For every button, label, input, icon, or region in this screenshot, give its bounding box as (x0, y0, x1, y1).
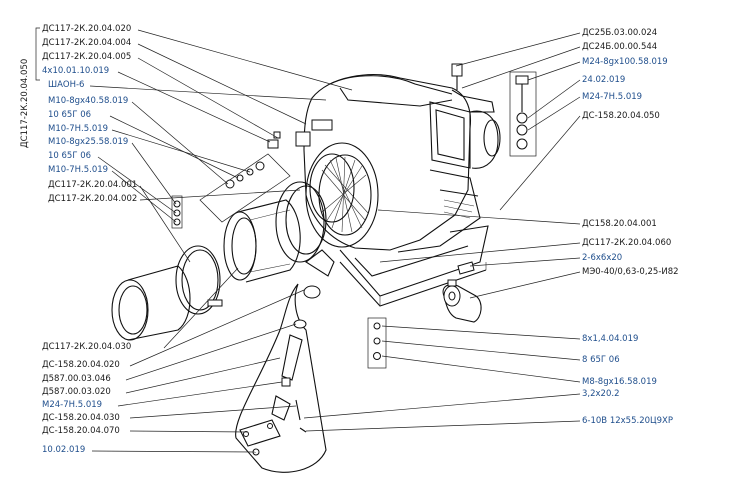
electric-motor-small (442, 279, 482, 323)
label-ds158-020: ДС-158.20.04.020 (42, 360, 120, 370)
label-8-65g: 8 65Г 06 (582, 355, 620, 365)
label-m10-7n-a: М10-7Н.5.019 (48, 124, 109, 134)
label-10-02: 10.02.019 (42, 445, 86, 455)
leader-lines (35, 27, 581, 453)
label-ds158-001: ДС158.20.04.001 (582, 219, 657, 229)
pins-lower (295, 399, 307, 433)
label-m24-7n-right: М24-7Н.5.019 (582, 92, 643, 102)
label-ds117-060: ДС117-2К.20.04.060 (582, 238, 672, 248)
label-shaon-6: ШАОН-6 (48, 80, 85, 90)
label-ds117-002: ДС117-2К.20.04.002 (48, 194, 138, 204)
label-m10-7n-b: М10-7Н.5.019 (48, 165, 109, 175)
label-24-02: 24.02.019 (582, 75, 626, 85)
label-d587-046: Д587.00.03.046 (42, 374, 111, 384)
label-m24-7n-left: М24-7Н.5.019 (42, 400, 103, 410)
flexible-sleeve (111, 265, 191, 341)
label-10-65g-a: 10 65Г 06 (48, 110, 92, 120)
label-m24-100: М24-8gх100.58.019 (582, 57, 668, 67)
belt-guard-assembly (235, 249, 335, 473)
label-vertical-ds117-050: ДС117-2К.20.04.050 (20, 58, 30, 148)
bolt-stack-right (509, 71, 537, 157)
fasteners-left (171, 131, 291, 229)
label-d587-020: Д587.00.03.020 (42, 387, 111, 397)
label-10-65g-b: 10 65Г 06 (48, 151, 92, 161)
label-m10-40: М10-8gх40.58.019 (48, 96, 129, 106)
label-ds117-001: ДС117-2К.20.04.001 (48, 180, 138, 190)
label-4x10: 4х10.01.10.019 (42, 66, 110, 76)
label-ds158-070: ДС-158.20.04.070 (42, 426, 120, 436)
label-ds117-030: ДС117-2К.20.04.030 (42, 342, 132, 352)
label-ds117-004: ДС117-2К.20.04.004 (42, 38, 132, 48)
key-part (457, 261, 475, 275)
label-ds117-005: ДС117-2К.20.04.005 (42, 52, 132, 62)
label-mze-40: МЭ0-40/0,63-0,25-И82 (582, 267, 679, 277)
clamp-band (175, 245, 223, 315)
label-2-6x6x20: 2-6х6х20 (582, 253, 623, 263)
inlet-cone-ring (275, 181, 327, 263)
label-ds25b: ДС25Б.03.00.024 (582, 28, 658, 38)
label-ds158-030: ДС-158.20.04.030 (42, 413, 120, 423)
label-8x1-4: 8х1,4.04.019 (582, 334, 639, 344)
label-m8-16: М8-8gх16.58.019 (582, 377, 657, 387)
label-3-2x20: 3,2х20.2 (582, 389, 620, 399)
fan-housing (295, 74, 501, 307)
label-ds158-050: ДС-158.20.04.050 (582, 111, 660, 121)
top-bolt (451, 63, 463, 90)
collar-ring (223, 199, 301, 283)
label-m10-25: М10-8gх25.58.019 (48, 137, 129, 147)
label-ds24b: ДС24Б.00.00.544 (582, 42, 658, 52)
label-6-10v: 6-10В 12х55.20Ц9ХР (582, 416, 673, 426)
washer-stack-lower (367, 317, 387, 369)
label-ds117-020: ДС117-2К.20.04.020 (42, 24, 132, 34)
